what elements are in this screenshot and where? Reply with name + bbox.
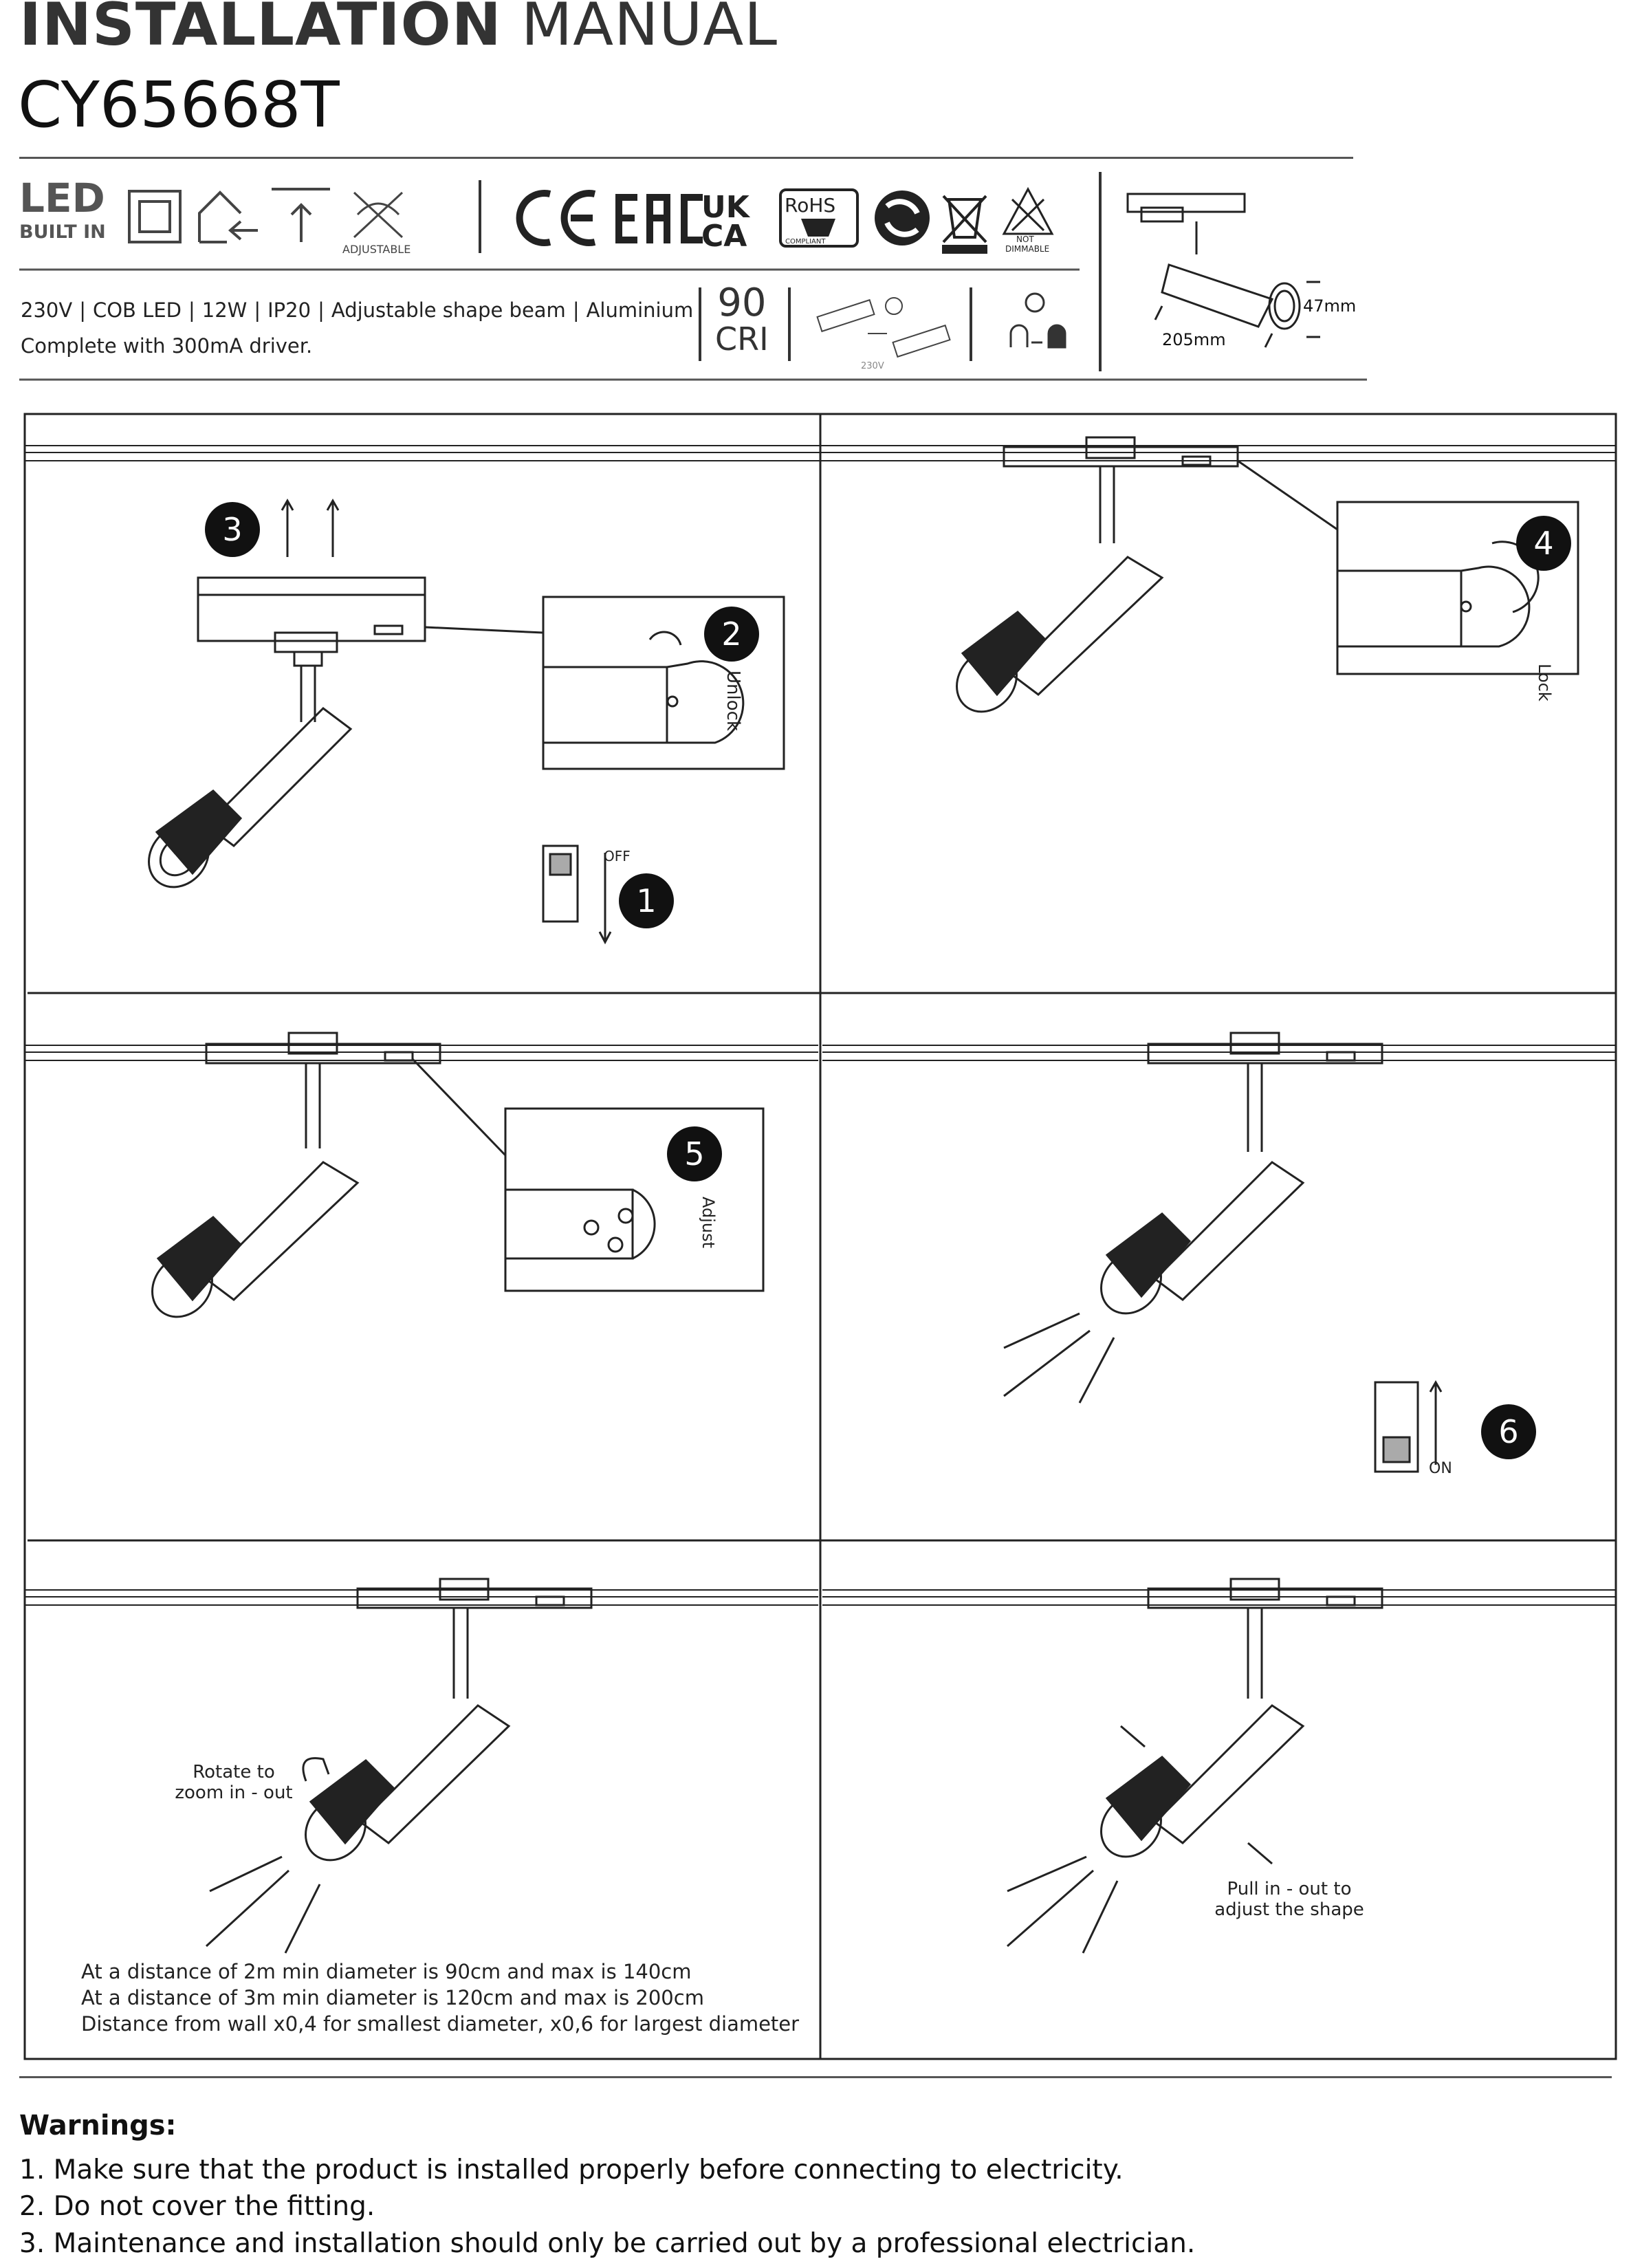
rotate-label-line-1: Rotate to (193, 1762, 275, 1782)
track-adapter-drawing (148, 576, 544, 888)
title-light: MANUAL (521, 0, 778, 59)
svg-text:RoHS: RoHS (785, 194, 835, 217)
driver-icon: 230V (816, 297, 951, 371)
distance-note-1: At a distance of 2m min diameter is 90cm… (81, 1960, 692, 1983)
spec-line-1: 230V|COB LED|12W|IP20|Adjustable shape b… (21, 298, 694, 322)
rohs-icon: RoHS COMPLIANT (779, 188, 859, 248)
pull-label-line-2: adjust the shape (1214, 1899, 1364, 1920)
cri-value: 90 (717, 281, 767, 325)
step-4-label: Lock (1535, 664, 1554, 701)
step-1-number: 1 (636, 882, 656, 919)
track-spotlight-drawing (1003, 1032, 1383, 1404)
step-6-label: ON (1429, 1460, 1452, 1477)
panel-step-1-3: 3 2 Unlock (148, 498, 785, 945)
track-spotlight-drawing (956, 436, 1338, 713)
class-two-icon (128, 190, 182, 243)
lock-detail-inset (1336, 501, 1579, 675)
switch-off-icon (542, 844, 612, 945)
spec-line-2: Complete with 300mA driver. (21, 334, 313, 358)
page-title: INSTALLATION MANUAL (19, 0, 778, 59)
rotate-label-line-2: zoom in - out (175, 1782, 292, 1803)
track-spotlight-drawing (1007, 1578, 1383, 1954)
unlock-detail-inset (542, 596, 785, 770)
spec-light-source: COB LED (92, 298, 182, 322)
not-dimmable-icon: NOT DIMMABLE (1002, 186, 1054, 254)
specs-block: 230V|COB LED|12W|IP20|Adjustable shape b… (21, 292, 693, 364)
step-4-badge (1516, 516, 1571, 571)
warning-item-1: 1. Make sure that the product is install… (19, 2155, 1124, 2185)
spec-beam: Adjustable shape beam (331, 298, 566, 322)
step-3-badge (205, 502, 260, 557)
ceiling-mount-icon (272, 188, 330, 242)
step-5-badge (667, 1126, 722, 1181)
svg-text:LED: LED (19, 175, 105, 221)
spec-ip-rating: IP20 (267, 298, 311, 322)
ce-mark-icon (516, 190, 596, 246)
distance-note-3: Distance from wall x0,4 for smallest dia… (81, 2012, 800, 2036)
pull-label-line-1: Pull in - out to (1227, 1879, 1352, 1899)
svg-text:UK: UK (701, 190, 751, 225)
led-built-in-icon: LED BUILT IN (19, 175, 106, 243)
svg-text:230V: 230V (861, 361, 884, 371)
svg-text:COMPLIANT: COMPLIANT (785, 238, 826, 246)
indoor-use-icon (198, 190, 258, 243)
step-1-badge (619, 873, 674, 928)
step-6-badge (1481, 1404, 1536, 1459)
switch-on-icon (1374, 1380, 1443, 1473)
cri-label: CRI (715, 320, 769, 358)
product-dimension-drawing (1126, 193, 1320, 348)
step-6-number: 6 (1498, 1413, 1518, 1450)
distance-notes: At a distance of 2m min diameter is 90cm… (81, 1959, 799, 2037)
certification-strip: LED BUILT IN ADJUSTABLE UK CA (19, 172, 1367, 381)
up-arrows-icon (281, 498, 340, 557)
replaceable-light-source-icon (1009, 292, 1066, 349)
title-bold: INSTALLATION (19, 0, 502, 59)
step-2-badge (704, 607, 759, 662)
warning-item-2: 2. Do not cover the fitting. (19, 2191, 375, 2222)
adjust-detail-inset (504, 1107, 765, 1292)
step-1-label: OFF (604, 848, 631, 864)
panel-step-4: 4 Lock (956, 436, 1579, 713)
spec-material: Aluminium (586, 298, 694, 322)
model-number: CY65668T (18, 68, 340, 142)
svg-text:CA: CA (701, 219, 747, 254)
warnings-divider (19, 2076, 1612, 2078)
dimension-length: 205mm (1162, 330, 1226, 349)
step-2-label: Unlock (723, 670, 743, 731)
installation-steps-grid: 3 2 Unlock (23, 413, 1617, 2060)
eac-mark-icon (615, 194, 703, 243)
spec-voltage: 230V (21, 298, 73, 322)
ukca-mark-icon: UK CA (701, 190, 751, 254)
adjustable-icon: ADJUSTABLE (342, 191, 411, 256)
panel-zoom: Rotate to zoom in - out (175, 1578, 593, 1954)
recycling-icon (875, 190, 930, 246)
distance-note-2: At a distance of 3m min diameter is 120c… (81, 1986, 704, 2009)
svg-text:NOT: NOT (1016, 235, 1034, 244)
warning-item-3: 3. Maintenance and installation should o… (19, 2228, 1196, 2259)
step-5-number: 5 (684, 1135, 704, 1173)
step-4-number: 4 (1533, 525, 1553, 562)
header-divider (19, 157, 1353, 159)
svg-text:BUILT IN: BUILT IN (19, 221, 106, 243)
warnings-title: Warnings: (19, 2110, 177, 2141)
svg-text:ADJUSTABLE: ADJUSTABLE (342, 243, 411, 256)
weee-bin-icon (942, 195, 987, 254)
step-5-label: Adjust (699, 1197, 718, 1248)
panel-step-5: 5 Adjust (151, 1032, 765, 1318)
spec-wattage: 12W (201, 298, 248, 322)
panel-step-6: ON 6 (1003, 1032, 1536, 1477)
svg-text:DIMMABLE: DIMMABLE (1005, 244, 1049, 254)
dimension-diameter: 47mm (1303, 296, 1356, 316)
cri-badge: 90 CRI (715, 281, 769, 358)
track-spotlight-drawing (205, 1578, 593, 1954)
step-2-number: 2 (721, 615, 741, 653)
panel-shape: Pull in - out to adjust the shape (1007, 1578, 1383, 1954)
track-spotlight-drawing (151, 1032, 507, 1318)
step-3-number: 3 (222, 511, 242, 548)
